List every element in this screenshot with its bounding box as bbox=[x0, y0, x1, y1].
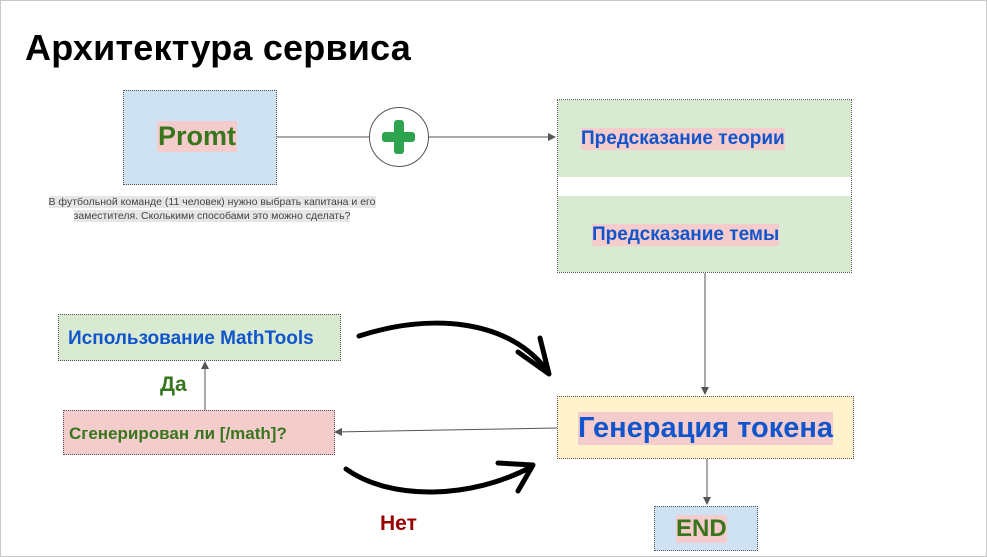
check-node: Сгенерирован ли [/math]? bbox=[63, 410, 335, 455]
curved-arrow-mathtools-to-generation bbox=[356, 320, 549, 372]
slide-title: Архитектура сервиса bbox=[25, 27, 412, 68]
curved-arrow-check-to-generation bbox=[343, 464, 534, 495]
end-node: END bbox=[654, 506, 758, 551]
theory-label: Предсказание теории bbox=[581, 128, 785, 150]
topic-node: Предсказание темы bbox=[558, 196, 851, 272]
topic-label: Предсказание темы bbox=[592, 224, 780, 246]
prompt-example-text: В футбольной команде (11 человек) нужно … bbox=[29, 195, 395, 223]
generation-label: Генерация токена bbox=[578, 412, 834, 445]
promt-label: Promt bbox=[157, 121, 238, 152]
prompt-example: В футбольной команде (11 человек) нужно … bbox=[48, 196, 376, 222]
prediction-group: Предсказание теории Предсказание темы bbox=[557, 99, 852, 273]
edge-label-no: Нет bbox=[380, 512, 417, 535]
end-label: END bbox=[676, 515, 727, 543]
plus-icon bbox=[369, 107, 429, 167]
promt-node: Promt bbox=[123, 90, 277, 185]
mathtools-node: Использование MathTools bbox=[58, 314, 341, 361]
curved-arrow-head-top bbox=[515, 335, 552, 377]
curved-arrow-head-bottom bbox=[495, 460, 536, 494]
theory-node: Предсказание теории bbox=[558, 100, 851, 177]
generation-node: Генерация токена bbox=[557, 396, 854, 459]
edge-generation-to-check bbox=[334, 427, 558, 436]
mathtools-label: Использование MathTools bbox=[68, 328, 314, 349]
check-label: Сгенерирован ли [/math]? bbox=[69, 424, 287, 443]
edge-label-yes: Да bbox=[160, 373, 187, 396]
